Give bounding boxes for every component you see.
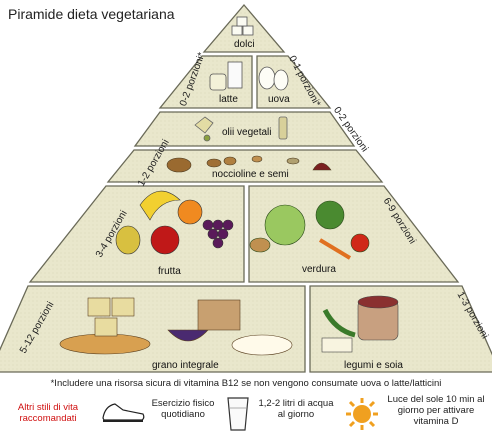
sun-icon [346,398,378,430]
exercise-label: Esercizio fisico quotidiano [151,398,215,420]
oil-bottle-icon [194,116,288,142]
label-uova: uova [268,94,290,105]
sugar-cubes-icon [231,16,254,36]
tier-uova [256,55,332,109]
footnote: *Includere una risorsa sicura di vitamin… [50,378,442,389]
other-lifestyles-label: Altri stili di vita raccomandati [17,402,79,424]
label-grano: grano integrale [152,360,219,371]
egg-icon [258,66,289,91]
sneaker-icon [102,403,145,422]
page-title: Piramide dieta vegetariana [8,6,175,22]
lifestyle-row: Altri stili di vita raccomandati Eserciz… [0,394,492,438]
milk-glass-icon [209,61,243,91]
label-oli: olii vegetali [222,127,272,138]
tier-oli [133,111,356,147]
water-label: 1,2-2 litri di acqua al giorno [258,398,334,420]
fruit-icon [115,190,234,255]
label-verdura: verdura [302,264,336,275]
water-glass-icon [227,397,249,431]
label-latte: latte [219,94,238,105]
legumes-icon [321,295,399,353]
label-noccioline: noccioline e semi [212,169,289,180]
sun-label: Luce del sole 10 min al giorno per attiv… [387,394,485,427]
vegetables-icon [249,200,370,260]
grain-icon [59,297,293,356]
tier-verdura [248,185,460,283]
label-legumi: legumi e soia [344,360,403,371]
label-frutta: frutta [158,266,181,277]
tier-legumi [309,285,492,373]
label-dolci: dolci [234,39,255,50]
nuts-icon [166,155,332,173]
